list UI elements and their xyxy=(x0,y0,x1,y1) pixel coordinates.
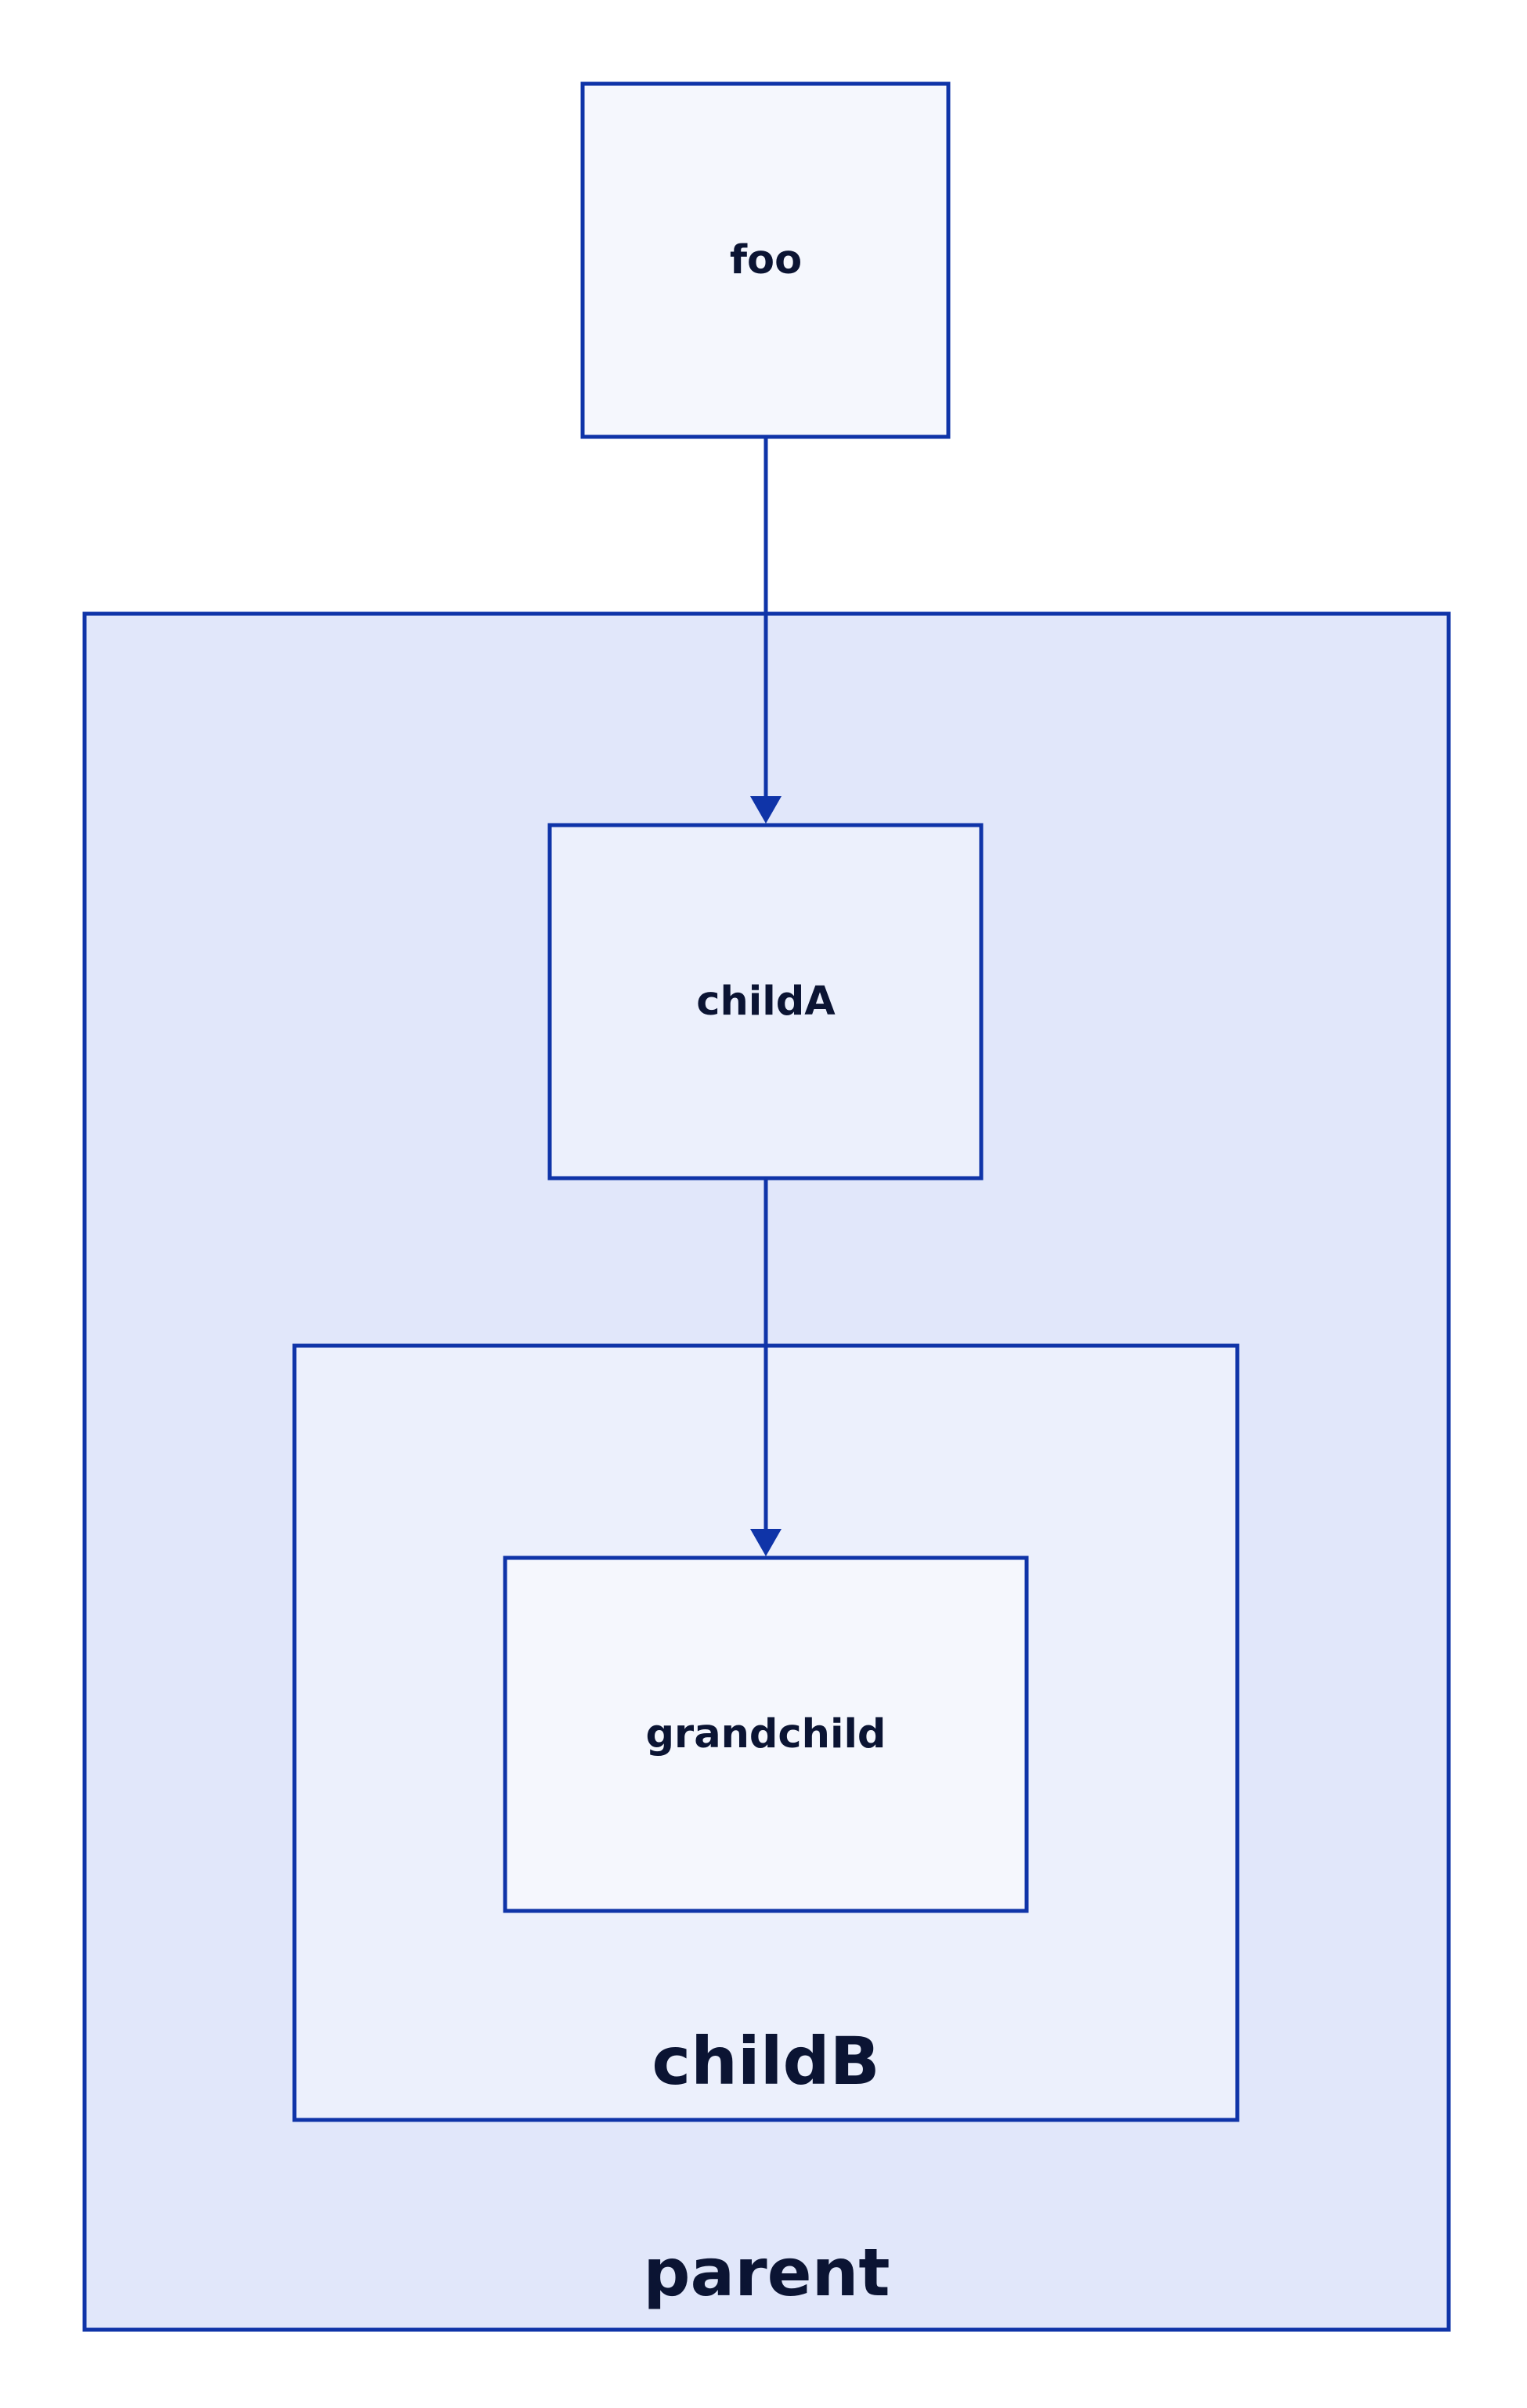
node-foo[interactable]: foo xyxy=(580,81,951,439)
node-foo-label: foo xyxy=(730,237,802,283)
container-parent-label: parent xyxy=(643,2234,890,2311)
arrowhead-childA xyxy=(750,796,782,824)
edge-foo-to-childA xyxy=(750,437,782,824)
node-childA-label: childA xyxy=(696,979,836,1025)
arrowhead-grandchild xyxy=(750,1529,782,1556)
node-grandchild[interactable]: grandchild xyxy=(503,1555,1029,1913)
node-childA[interactable]: childA xyxy=(547,823,984,1181)
node-grandchild-label: grandchild xyxy=(646,1711,886,1757)
edge-childA-to-grandchild xyxy=(750,1178,782,1556)
container-childB-label: childB xyxy=(652,2023,879,2100)
